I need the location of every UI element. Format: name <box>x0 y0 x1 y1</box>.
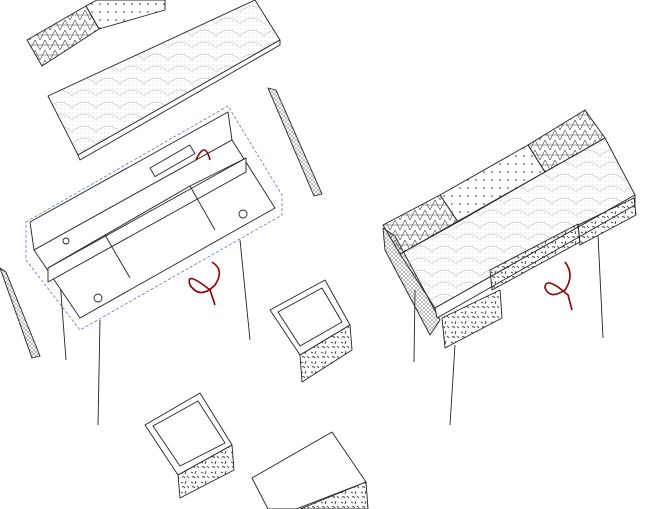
power-strip <box>149 144 196 178</box>
desk-leg <box>597 234 604 339</box>
power-cable <box>188 149 221 306</box>
guide-outline <box>25 105 283 331</box>
right-side-panel <box>267 87 323 197</box>
cable-hole <box>93 293 103 303</box>
desk-leg <box>239 239 251 341</box>
cable-hole <box>62 237 70 245</box>
drawer <box>269 279 353 383</box>
drawer <box>144 392 235 499</box>
left-side-panel <box>0 267 41 359</box>
desk-leg <box>97 319 101 426</box>
desktop-panel-edge <box>77 39 281 161</box>
cable-hole <box>238 209 248 219</box>
top-dotted-panel <box>85 0 166 30</box>
drawer <box>251 431 369 509</box>
top-left-panel-triangles <box>26 5 100 67</box>
power-cable <box>544 261 573 311</box>
assembled-desk <box>382 109 637 426</box>
desk-leg <box>59 279 67 361</box>
divider <box>189 157 247 187</box>
exploded-desk <box>0 0 323 426</box>
drawer-front <box>577 197 637 246</box>
desk-frame-front <box>47 157 247 283</box>
desk-leg <box>449 344 456 426</box>
drawer-front <box>441 289 503 349</box>
